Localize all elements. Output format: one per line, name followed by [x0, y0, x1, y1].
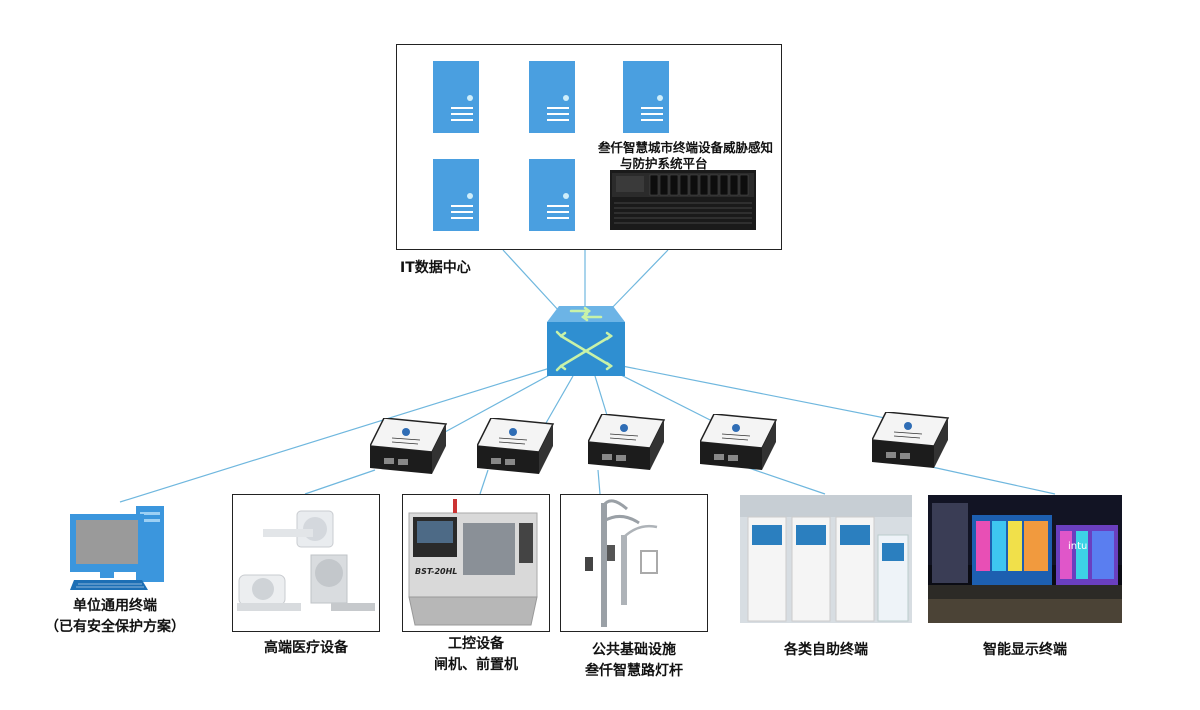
protection-box-icon [700, 414, 778, 470]
protection-box-icon [872, 412, 950, 468]
protection-box-icon [370, 418, 448, 474]
terminal-label-general: 单位通用终端 （已有安全保护方案） [40, 596, 190, 638]
medical-equipment-image [232, 494, 380, 632]
terminal-label-medical-line1: 高端医疗设备 [264, 640, 348, 656]
platform-title-line2: 与防护系统平台 [620, 156, 708, 171]
terminal-label-infrastructure-line2: 叁仟智慧路灯杆 [585, 663, 683, 679]
rack-server-icon [610, 170, 756, 230]
datacenter-label: IT数据中心 [400, 260, 471, 276]
protection-box-icon [588, 414, 666, 470]
smart-display-building-image: intu [928, 495, 1122, 623]
server-icon [529, 159, 575, 231]
terminal-label-industrial-line1: 工控设备 [448, 636, 504, 652]
self-service-kiosk-image [740, 495, 912, 623]
terminal-label-medical: 高端医疗设备 [232, 638, 380, 659]
server-icon [529, 61, 575, 133]
terminal-label-kiosk-line1: 各类自助终端 [784, 642, 868, 658]
server-icon [433, 159, 479, 231]
terminal-label-general-line1: 单位通用终端 [73, 598, 157, 614]
terminal-label-infrastructure: 公共基础设施 叁仟智慧路灯杆 [560, 640, 708, 682]
platform-title-line1: 叁仟智慧城市终端设备威胁感知 [598, 140, 774, 155]
server-icon [433, 61, 479, 133]
network-switch-icon[interactable] [545, 306, 627, 378]
terminal-label-infrastructure-line1: 公共基础设施 [592, 642, 676, 658]
industrial-machine-image: BST-20HL [402, 494, 550, 632]
terminal-label-industrial: 工控设备 闸机、前置机 [402, 634, 550, 676]
terminal-label-kiosk: 各类自助终端 [740, 640, 912, 661]
protection-box-icon [477, 418, 555, 474]
platform-title: 叁仟智慧城市终端设备威胁感知 与防护系统平台 [598, 140, 788, 172]
desktop-computer-icon [70, 506, 164, 590]
building-sign-text: intu [1068, 541, 1088, 552]
terminal-label-display-line1: 智能显示终端 [983, 642, 1067, 658]
machine-model-label: BST-20HL [415, 567, 458, 576]
terminal-label-general-line2: （已有安全保护方案） [45, 619, 185, 635]
terminal-label-industrial-line2: 闸机、前置机 [434, 657, 518, 673]
smart-lamp-pole-image [560, 494, 708, 632]
server-icon [623, 61, 669, 133]
terminal-label-display: 智能显示终端 [928, 640, 1122, 661]
